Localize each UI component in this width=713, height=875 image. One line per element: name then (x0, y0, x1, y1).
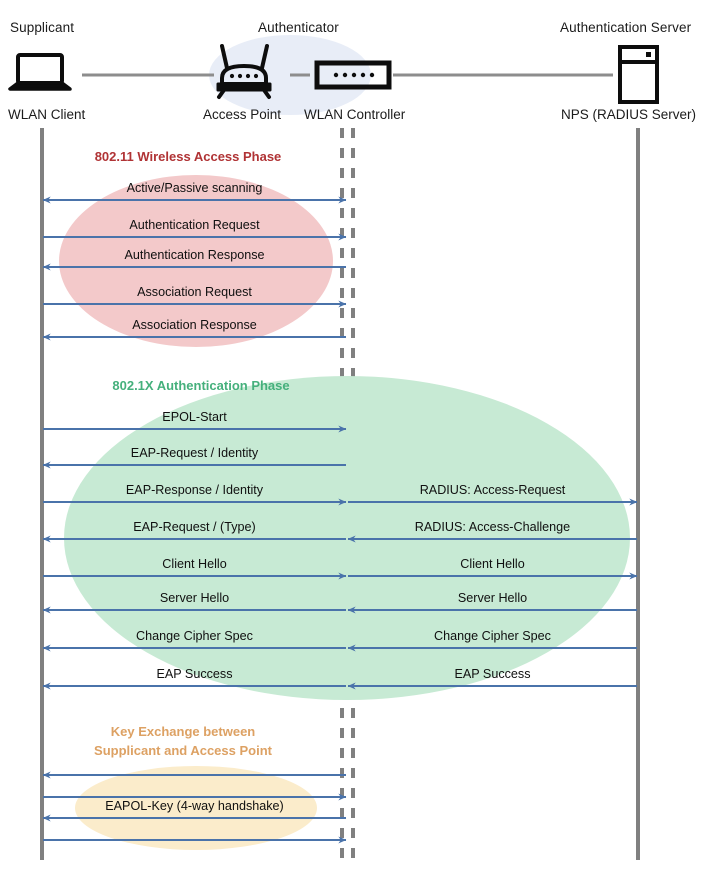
message-label: EAP-Response / Identity (125, 483, 264, 497)
message-label: EAPOL-Key (4-way handshake) (105, 799, 284, 813)
access-point-icon (216, 44, 272, 99)
role-label-auth-server: Authentication Server (560, 20, 692, 35)
message-label: Active/Passive scanning (126, 181, 263, 195)
message-label: RADIUS: Access-Request (419, 483, 566, 497)
phase-title-line: Supplicant and Access Point (94, 743, 272, 758)
device-label-wlan-client: WLAN Client (8, 107, 86, 122)
message-label: Association Request (137, 285, 252, 299)
phase-title-phase-8021x: 802.1X Authentication Phase (112, 376, 289, 395)
message-label: Authentication Response (124, 248, 265, 262)
phase-title-phase-80211: 802.11 Wireless Access Phase (95, 147, 282, 166)
message-label: EAP Success (454, 667, 531, 681)
message-label: EAP-Request / (Type) (133, 520, 256, 534)
device-label-access-point: Access Point (203, 107, 282, 122)
message-label: Association Response (132, 318, 257, 332)
message-label: Change Cipher Spec (434, 629, 551, 643)
phase-region-phase-key-exchange (75, 766, 317, 850)
role-label-authenticator: Authenticator (258, 20, 339, 35)
server-rack-icon (618, 45, 659, 104)
message-label: EPOL-Start (162, 410, 227, 424)
message-label: RADIUS: Access-Challenge (414, 520, 571, 534)
phase-title-line: 802.1X Authentication Phase (112, 378, 290, 393)
message-label: EAP Success (156, 667, 233, 681)
device-label-wlan-controller: WLAN Controller (304, 107, 406, 122)
message-label: Change Cipher Spec (136, 629, 253, 643)
phase-title-line: Key Exchange between (110, 724, 256, 739)
phase-title-line: 802.11 Wireless Access Phase (94, 149, 282, 164)
phase-region-phase-8021x (64, 376, 630, 700)
message-label: Client Hello (460, 557, 525, 571)
device-label-nps: NPS (RADIUS Server) (561, 107, 697, 122)
role-label-supplicant: Supplicant (10, 20, 75, 35)
message-label: Client Hello (162, 557, 227, 571)
laptop-icon (8, 53, 72, 91)
message-label: EAP-Request / Identity (130, 446, 259, 460)
message-label: Authentication Request (129, 218, 260, 232)
message-label: Server Hello (457, 591, 528, 605)
controller-icon (314, 60, 392, 90)
message-label: Server Hello (159, 591, 230, 605)
